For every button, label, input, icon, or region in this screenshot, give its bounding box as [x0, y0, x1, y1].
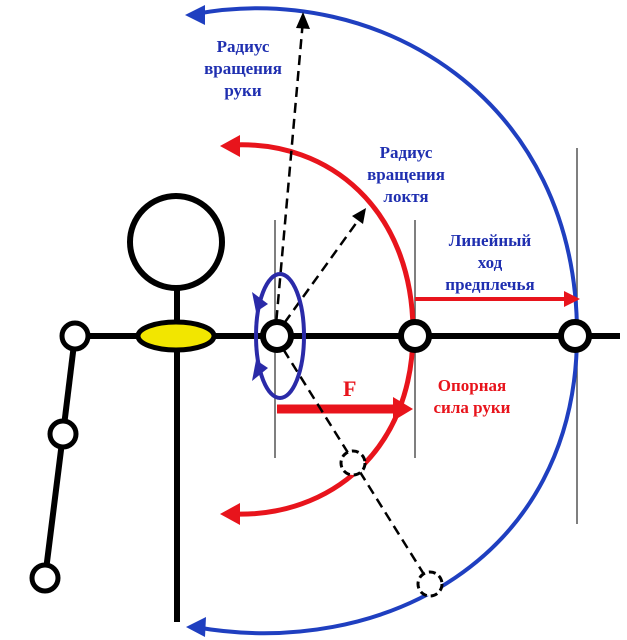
- joint-shoulder: [260, 319, 294, 353]
- arm-radius-line-1: Радиус: [217, 37, 270, 56]
- head: [127, 193, 225, 291]
- arm-radius-line-3: руки: [224, 81, 262, 100]
- left-arm-upper: [60, 335, 78, 435]
- support-force-line-1: Опорная: [438, 376, 506, 395]
- elbow-radius-line-2: вращения: [367, 165, 445, 184]
- joint-left-elbow: [47, 418, 79, 450]
- joint-lowered-elbow: [339, 449, 367, 477]
- support-force-arrowhead: [393, 397, 413, 421]
- joint-hand: [558, 319, 592, 353]
- joint-elbow: [398, 319, 432, 353]
- linear-travel-line-1: Линейный: [449, 231, 532, 250]
- label-linear-travel: Линейный ход предплечья: [445, 231, 534, 294]
- linear-travel-arrowhead: [564, 291, 580, 307]
- support-force-line-2: сила руки: [434, 398, 511, 417]
- elbow-radius-arrowhead: [352, 208, 366, 224]
- arm-arc-arrowhead-top: [185, 5, 205, 25]
- arm-radius-arrowhead: [296, 12, 310, 29]
- force-symbol: F: [343, 376, 356, 401]
- arm-radius-line: [273, 19, 305, 337]
- elbow-arc-arrowhead-top: [220, 135, 240, 157]
- linear-travel-line-2: ход: [478, 253, 503, 272]
- label-arm-radius: Радиус вращения руки: [204, 37, 282, 100]
- elbow-radius-line-1: Радиус: [380, 143, 433, 162]
- elbow-radius-line-3: локтя: [383, 187, 428, 206]
- arm-arc-arrowhead-bottom: [186, 617, 206, 637]
- label-support-force: Опорная сила руки: [434, 376, 511, 417]
- joint-lowered-hand: [416, 570, 444, 598]
- elbow-arc-arrowhead-bottom: [220, 503, 240, 525]
- joint-left-hand: [29, 562, 61, 594]
- arm-radius-line-2: вращения: [204, 59, 282, 78]
- label-elbow-radius: Радиус вращения локтя: [367, 143, 445, 206]
- linear-travel-line-3: предплечья: [445, 275, 534, 294]
- arm-rotation-arc: [194, 6, 580, 636]
- left-arm-lower: [42, 433, 66, 579]
- torso-ellipse: [135, 319, 217, 353]
- elbow-radius-line: [273, 214, 364, 337]
- joint-left-shoulder: [59, 320, 91, 352]
- rotation-arrows-icon: [252, 272, 306, 400]
